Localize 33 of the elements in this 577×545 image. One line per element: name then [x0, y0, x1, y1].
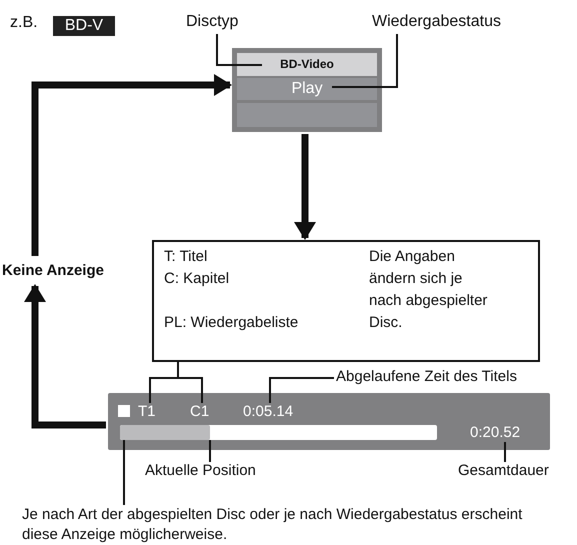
elapsed-time: 0:05.14	[243, 403, 303, 421]
display-panel	[232, 48, 382, 132]
note-text: Je nach Art der abgespielten Disc oder je nach Wiedergabestatus erscheint diese Anzeige möglicherweise.	[22, 505, 552, 545]
title-number: T1	[138, 403, 162, 421]
status-text: Keine Anzeige	[2, 262, 132, 282]
chapter-number: C1	[190, 403, 214, 421]
leader-line	[269, 377, 334, 403]
abbreviation-text: T: Titel	[164, 247, 208, 267]
arrow	[32, 74, 232, 256]
leader-line	[216, 34, 262, 66]
leader-line	[123, 440, 125, 505]
example-label: z.B.	[10, 14, 38, 32]
leader-line	[209, 440, 211, 462]
callout-text: Aktuelle Position	[145, 462, 295, 482]
callout-text: Disctyp	[186, 13, 250, 33]
callout-text: Abgelaufene Zeit des Titels	[336, 368, 566, 388]
status-bar	[108, 393, 550, 450]
callout-text: Wiedergabestatus	[372, 13, 512, 33]
progress-bar	[120, 425, 437, 440]
info-box	[152, 240, 540, 362]
playback-status-row: Play	[237, 78, 377, 100]
disc-type-row: BD-Video	[237, 53, 377, 76]
arrow	[294, 134, 316, 240]
leader-line	[504, 442, 506, 462]
arrow	[24, 284, 106, 428]
leader-line	[332, 34, 398, 88]
disc-type-badge: BD-V	[53, 16, 115, 36]
total-time: 0:20.52	[470, 424, 540, 442]
note-text: Die Angaben ändern sich je nach abgespielter Disc.	[369, 247, 488, 333]
abbreviation-text: PL: Wiedergabeliste	[164, 313, 300, 333]
progress-fill	[120, 425, 210, 440]
abbreviation-text: C: Kapitel	[164, 269, 230, 289]
callout-text: Gesamtdauer	[458, 462, 568, 482]
